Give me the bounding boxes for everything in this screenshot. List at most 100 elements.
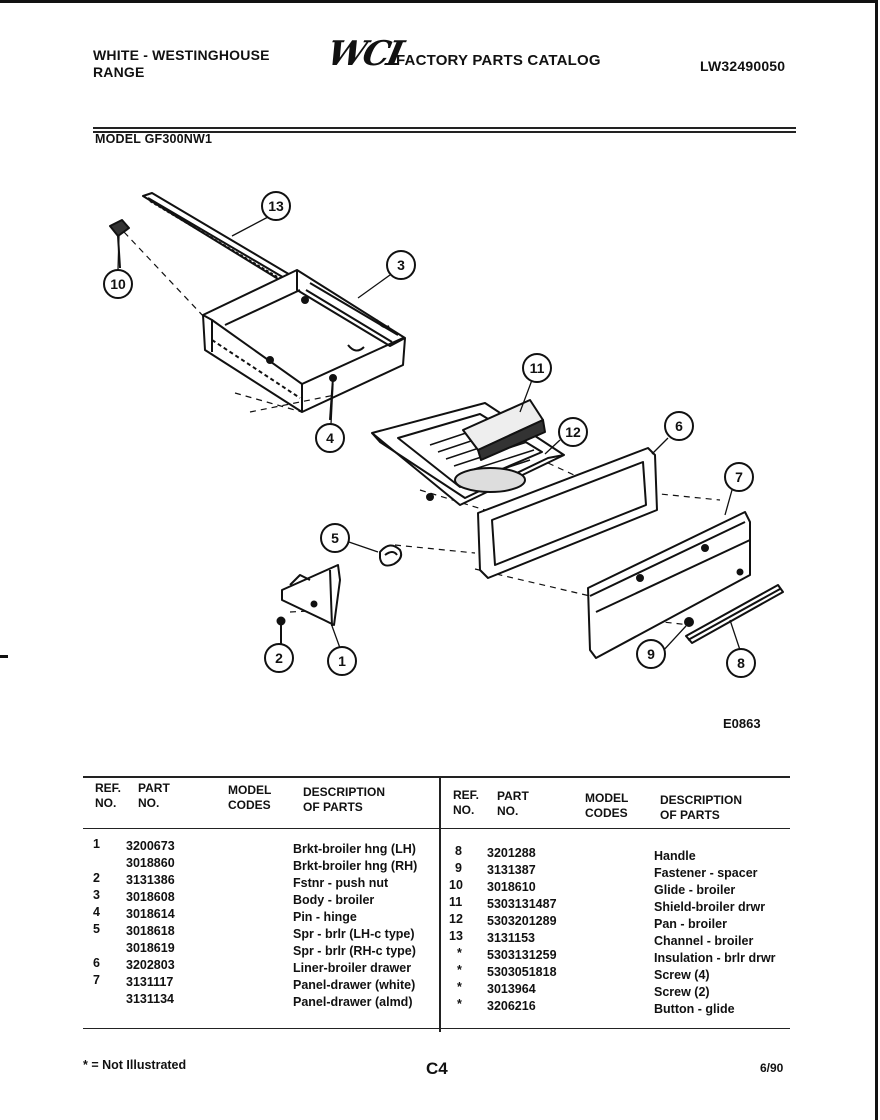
- right-col-desc-header: DESCRIPTION OF PARTS: [660, 793, 743, 822]
- part-number: 3018619: [126, 941, 175, 955]
- diagram-code: E0863: [723, 716, 761, 731]
- part-description: Panel-drawer (almd): [293, 995, 413, 1009]
- part-description: Glide - broiler: [654, 883, 736, 897]
- part-number: 5303131487: [487, 897, 557, 911]
- ref-number: *: [457, 980, 462, 994]
- right-col-ref-header: REF. NO.: [453, 788, 480, 817]
- part-number: 3018610: [487, 880, 536, 894]
- part-description: Handle: [654, 849, 696, 863]
- table-header-rule: [83, 828, 790, 829]
- part-number: 3018618: [126, 924, 175, 938]
- part-number: 3131134: [126, 992, 174, 1006]
- part-8-handle: [685, 584, 784, 644]
- table-top-rule: [83, 776, 790, 778]
- part-number: 5303131259: [487, 948, 557, 962]
- catalog-date: 6/90: [760, 1061, 784, 1075]
- left-col-part-header: PART NO.: [138, 781, 170, 810]
- ref-number: *: [457, 963, 462, 977]
- ref-number: 7: [93, 973, 100, 987]
- ref-number: 13: [449, 929, 463, 943]
- svg-text:7: 7: [735, 469, 743, 485]
- callout-12: 12: [558, 417, 588, 447]
- part-number: 5303201289: [487, 914, 557, 928]
- part-description: Shield-broiler drwr: [654, 900, 766, 914]
- part-number: 3200673: [126, 839, 175, 853]
- ref-number: 6: [93, 956, 100, 970]
- callout-6: 6: [664, 411, 694, 441]
- ref-number: 4: [93, 905, 100, 919]
- svg-text:5: 5: [331, 530, 339, 546]
- part-number: 3131386: [126, 873, 175, 887]
- doc-number: LW32490050: [700, 58, 786, 74]
- part-1-bracket: [281, 564, 341, 627]
- part-description: Fstnr - push nut: [293, 876, 389, 890]
- part-description: Body - broiler: [293, 893, 375, 907]
- callout-2: 2: [264, 643, 294, 673]
- part-description: Insulation - brlr drwr: [654, 951, 776, 965]
- callout-3: 3: [386, 250, 416, 280]
- callout-13: 13: [261, 191, 291, 221]
- ref-number: 11: [449, 895, 463, 909]
- page-border-right: [875, 0, 878, 1120]
- exploded-parts-diagram: 13 10 3 4 11 12 6 7 5 2 1 9 8 E0863: [103, 191, 784, 731]
- ref-number: 8: [455, 844, 462, 858]
- brand-line-2: RANGE: [93, 64, 145, 80]
- part-number: 3202803: [126, 958, 175, 972]
- callout-8: 8: [726, 648, 756, 678]
- part-number: 3018860: [126, 856, 175, 870]
- margin-mark: [0, 655, 8, 658]
- right-col-model-header: MODEL CODES: [585, 791, 629, 820]
- part-number: 3131153: [487, 931, 535, 945]
- part-number: 3013964: [487, 982, 536, 996]
- page-border-top: [0, 0, 877, 3]
- svg-text:12: 12: [565, 424, 581, 440]
- part-description: Pan - broiler: [654, 917, 727, 931]
- ref-number: 10: [449, 878, 463, 892]
- left-col-desc-header: DESCRIPTION OF PARTS: [303, 785, 386, 814]
- callout-9: 9: [636, 639, 666, 669]
- svg-text:4: 4: [326, 430, 334, 446]
- not-illustrated-note: * = Not Illustrated: [83, 1058, 187, 1072]
- part-description: Fastener - spacer: [654, 866, 758, 880]
- model-label: MODEL GF300NW1: [95, 132, 213, 146]
- svg-text:1: 1: [338, 653, 346, 669]
- page-number: C4: [426, 1059, 448, 1078]
- callout-5: 5: [320, 523, 350, 553]
- ref-number: 3: [93, 888, 100, 902]
- svg-text:13: 13: [268, 198, 284, 214]
- part-description: Channel - broiler: [654, 934, 754, 948]
- part-description: Panel-drawer (white): [293, 978, 416, 992]
- part-10-glide: [109, 219, 130, 269]
- part-description: Screw (2): [654, 985, 710, 999]
- svg-text:2: 2: [275, 650, 283, 666]
- part-number: 3131387: [487, 863, 536, 877]
- svg-text:9: 9: [647, 646, 655, 662]
- header-rule-2: [93, 131, 796, 133]
- callout-10: 10: [103, 269, 133, 299]
- catalog-title: FACTORY PARTS CATALOG: [396, 52, 601, 69]
- part-11-shield: [462, 399, 546, 461]
- svg-text:6: 6: [675, 418, 683, 434]
- header-rule-1: [93, 127, 796, 129]
- callout-7: 7: [724, 462, 754, 492]
- part-7-drawer-panel: [587, 511, 751, 659]
- part-description: Screw (4): [654, 968, 710, 982]
- part-description: Spr - brlr (LH-c type): [293, 927, 415, 941]
- callout-1: 1: [327, 646, 357, 676]
- ref-number: *: [457, 997, 462, 1011]
- part-6-liner: [426, 447, 658, 579]
- part-description: Brkt-broiler hng (RH): [293, 859, 418, 873]
- ref-number: *: [457, 946, 462, 960]
- part-description: Button - glide: [654, 1002, 735, 1016]
- table-divider: [439, 776, 441, 1032]
- table-row: 1: [93, 837, 100, 851]
- part-3-broiler-body: [202, 269, 406, 413]
- part-description: Brkt-broiler hng (LH): [293, 842, 416, 856]
- part-number: 3018614: [126, 907, 175, 921]
- svg-text:8: 8: [737, 655, 745, 671]
- ref-number: 12: [449, 912, 463, 926]
- part-number: 3131117: [126, 975, 174, 989]
- part-description: Spr - brlr (RH-c type): [293, 944, 416, 958]
- part-number: 3201288: [487, 846, 536, 860]
- part-description: Liner-broiler drawer: [293, 961, 412, 975]
